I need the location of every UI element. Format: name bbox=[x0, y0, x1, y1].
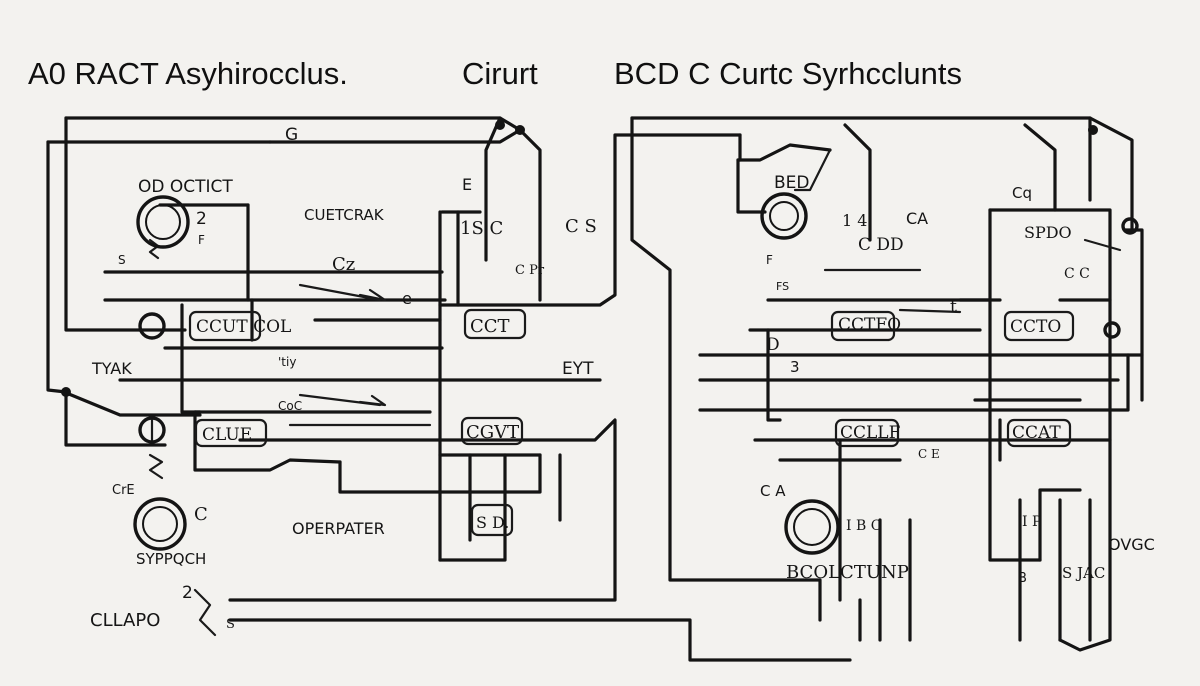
round-switch-icon[interactable] bbox=[1103, 321, 1121, 339]
label-sypeqh: SYPPQCH bbox=[136, 550, 206, 568]
label-c2: C bbox=[194, 504, 208, 525]
label-eyt: EYT bbox=[562, 359, 594, 379]
label-b: B bbox=[1018, 571, 1027, 586]
label-fs: FS bbox=[776, 280, 789, 293]
label-two-b: 2 bbox=[182, 583, 193, 603]
label-ca: CA bbox=[906, 209, 928, 228]
label-bcol: BCOLCTUNP bbox=[786, 562, 909, 583]
left-components bbox=[188, 308, 527, 537]
left-junctions bbox=[61, 120, 525, 397]
left-circuit-wires bbox=[46, 116, 852, 662]
label-two: 2 bbox=[196, 209, 207, 229]
title-left: A0 RACT Asyhirocclus. bbox=[28, 56, 348, 91]
label-cct-mid: CCT bbox=[470, 316, 510, 337]
ccto-box bbox=[1003, 310, 1075, 342]
title-right: BCD C Curtc Syrhcclunts bbox=[614, 56, 962, 91]
label-f: F bbox=[198, 233, 205, 247]
label-cq: Cq bbox=[1012, 184, 1032, 202]
label-e-small: e bbox=[402, 289, 412, 308]
label-s: S bbox=[118, 253, 126, 267]
junction-dot-icon bbox=[61, 387, 71, 397]
label-f-r: F bbox=[766, 253, 773, 267]
label-ip: I P bbox=[1022, 514, 1041, 530]
label-ce: C E bbox=[918, 447, 940, 461]
cgvt-box bbox=[460, 416, 524, 446]
cctfo-box bbox=[830, 310, 896, 342]
label-ca-small: C A bbox=[760, 482, 786, 500]
cct-box bbox=[463, 308, 527, 340]
ccllf-box bbox=[834, 418, 900, 448]
round-switch-icon[interactable] bbox=[760, 192, 808, 240]
label-ccllf: CCLLF bbox=[840, 423, 901, 443]
label-e-mid: E bbox=[462, 175, 472, 194]
label-cr: C Pr bbox=[515, 263, 545, 278]
right-switches bbox=[760, 192, 1139, 555]
label-d: D bbox=[766, 335, 780, 355]
round-switch-icon[interactable] bbox=[1121, 217, 1139, 235]
label-ccut-left: CCUT COL bbox=[196, 317, 291, 337]
junction-dot-icon bbox=[1088, 125, 1098, 135]
label-spdo: SPDO bbox=[1024, 223, 1072, 242]
round-switch-icon[interactable] bbox=[138, 312, 166, 340]
label-o: G bbox=[285, 125, 298, 145]
label-cuetcrak: CUETCRAK bbox=[304, 206, 385, 224]
ccut-box bbox=[188, 310, 262, 342]
junction-dot-icon bbox=[495, 120, 505, 130]
label-ccat: CCAT bbox=[1012, 423, 1061, 443]
label-s-b: S bbox=[226, 617, 235, 632]
junction-dot-icon bbox=[515, 125, 525, 135]
right-circuit-wires bbox=[630, 116, 1144, 652]
sd-box bbox=[470, 503, 514, 537]
round-switch-icon[interactable] bbox=[138, 416, 166, 444]
label-oper: OPERPATER bbox=[292, 519, 385, 538]
label-clapo: CLLAPO bbox=[90, 610, 160, 631]
label-ccto: CCTO bbox=[1010, 317, 1061, 337]
label-sd: S D. bbox=[476, 513, 509, 532]
label-clue-left: CLUE bbox=[202, 425, 252, 445]
left-labels: G OD OCTICT 2 F S CUETCRAK Cz e TYAK 'ti… bbox=[90, 125, 412, 632]
left-arrows bbox=[358, 288, 387, 407]
label-ibc: I B C bbox=[846, 518, 881, 534]
right-components bbox=[830, 310, 1075, 448]
label-3: 3 bbox=[790, 358, 800, 376]
label-cctfo: CCTFO bbox=[838, 315, 901, 335]
label-od-octict: OD OCTICT bbox=[138, 177, 233, 197]
label-cre: CrE bbox=[112, 483, 135, 498]
label-coto: C C bbox=[1064, 266, 1090, 282]
right-junctions bbox=[1088, 125, 1098, 135]
right-labels: BED 1 4 CA C DD F FS CCTFO t D 3 CCLLF C… bbox=[760, 173, 1155, 586]
label-cdo: C DD bbox=[858, 235, 904, 255]
ccat-box bbox=[1006, 418, 1072, 448]
label-ovgc: OVGC bbox=[1108, 535, 1155, 554]
label-cgvt: CGVT bbox=[466, 422, 519, 443]
title-center: Cirurt bbox=[462, 56, 538, 91]
clue-box bbox=[194, 418, 268, 448]
label-cs: C S bbox=[565, 216, 597, 237]
round-switch-icon[interactable] bbox=[133, 497, 187, 551]
label-il4: 1 4 bbox=[842, 211, 867, 230]
label-t: t bbox=[950, 297, 957, 317]
label-tyak: TYAK bbox=[91, 359, 132, 378]
label-bed: BED bbox=[774, 173, 810, 193]
label-ic-top: 1S C bbox=[460, 218, 503, 239]
label-rty: 'tiy bbox=[278, 355, 296, 369]
round-switch-icon[interactable] bbox=[136, 195, 190, 249]
label-cz: Cz bbox=[332, 254, 355, 275]
mid-labels: 1S C C S C Pr CCT EYT CGVT S D. E bbox=[460, 175, 597, 532]
label-sjac: S JAC bbox=[1062, 564, 1105, 582]
round-switch-icon[interactable] bbox=[784, 499, 840, 555]
left-switches bbox=[133, 195, 190, 551]
label-coc: CoC bbox=[278, 399, 302, 413]
